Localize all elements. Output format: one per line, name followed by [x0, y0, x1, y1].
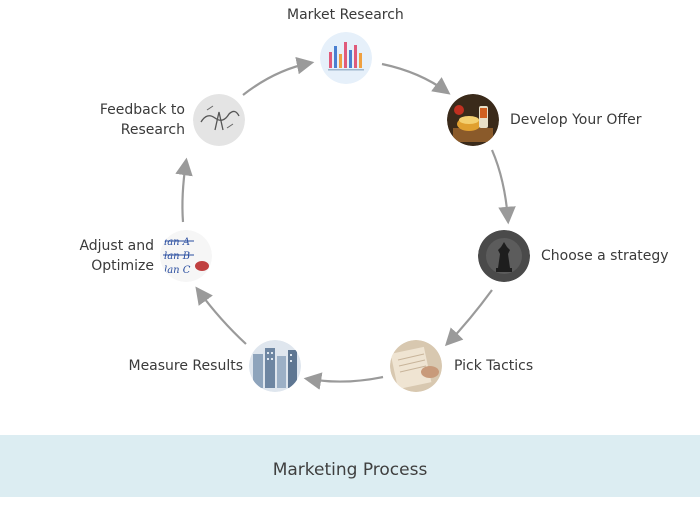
footer-banner: Marketing Process [0, 435, 700, 497]
label-feedback-research: Feedback to Research [88, 100, 185, 140]
label-feedback-research-line1: Feedback to [99, 102, 185, 118]
arrow-research-to-offer [381, 62, 451, 95]
chess-icon [478, 230, 530, 282]
node-market-research [320, 32, 372, 84]
label-pick-tactics: Pick Tactics [454, 358, 534, 374]
node-measure-results [249, 340, 301, 392]
node-pick-tactics [390, 340, 442, 392]
process-cycle-diagram: Market Research Develop Your Offer Choos… [58, 7, 669, 392]
label-feedback-research-line2: Research [120, 122, 185, 138]
node-adjust-optimize: lan A lan B lan C [160, 230, 212, 282]
plan-icon: lan A lan B lan C [160, 230, 212, 282]
svg-text:lan A: lan A [164, 237, 190, 248]
notebook-icon [390, 340, 442, 392]
label-develop-offer: Develop Your Offer [510, 112, 642, 128]
arrow-adjust-to-feedback [175, 157, 193, 223]
arrow-feedback-to-research [242, 56, 315, 96]
bar-chart-icon [320, 32, 372, 84]
arrow-results-to-adjust [195, 286, 247, 345]
node-choose-strategy [478, 230, 530, 282]
label-adjust-optimize-line1: Adjust and [79, 238, 154, 254]
svg-text:lan C: lan C [164, 265, 191, 276]
food-icon [447, 94, 499, 146]
label-adjust-optimize: Adjust and Optimize [58, 236, 154, 276]
label-measure-results: Measure Results [128, 358, 243, 374]
label-adjust-optimize-line2: Optimize [91, 258, 154, 274]
arrow-strategy-to-tactics [444, 289, 493, 347]
node-feedback-research [193, 94, 245, 146]
node-develop-offer [447, 94, 499, 146]
arrow-offer-to-strategy [490, 149, 516, 225]
arrow-tactics-to-results [303, 372, 384, 390]
svg-text:lan B: lan B [164, 251, 190, 262]
cycle-arrows [175, 56, 516, 390]
city-icon [249, 340, 301, 392]
label-choose-strategy: Choose a strategy [541, 248, 669, 264]
footer-title: Marketing Process [272, 460, 428, 480]
sketch-icon [193, 94, 245, 146]
label-market-research: Market Research [287, 7, 404, 23]
